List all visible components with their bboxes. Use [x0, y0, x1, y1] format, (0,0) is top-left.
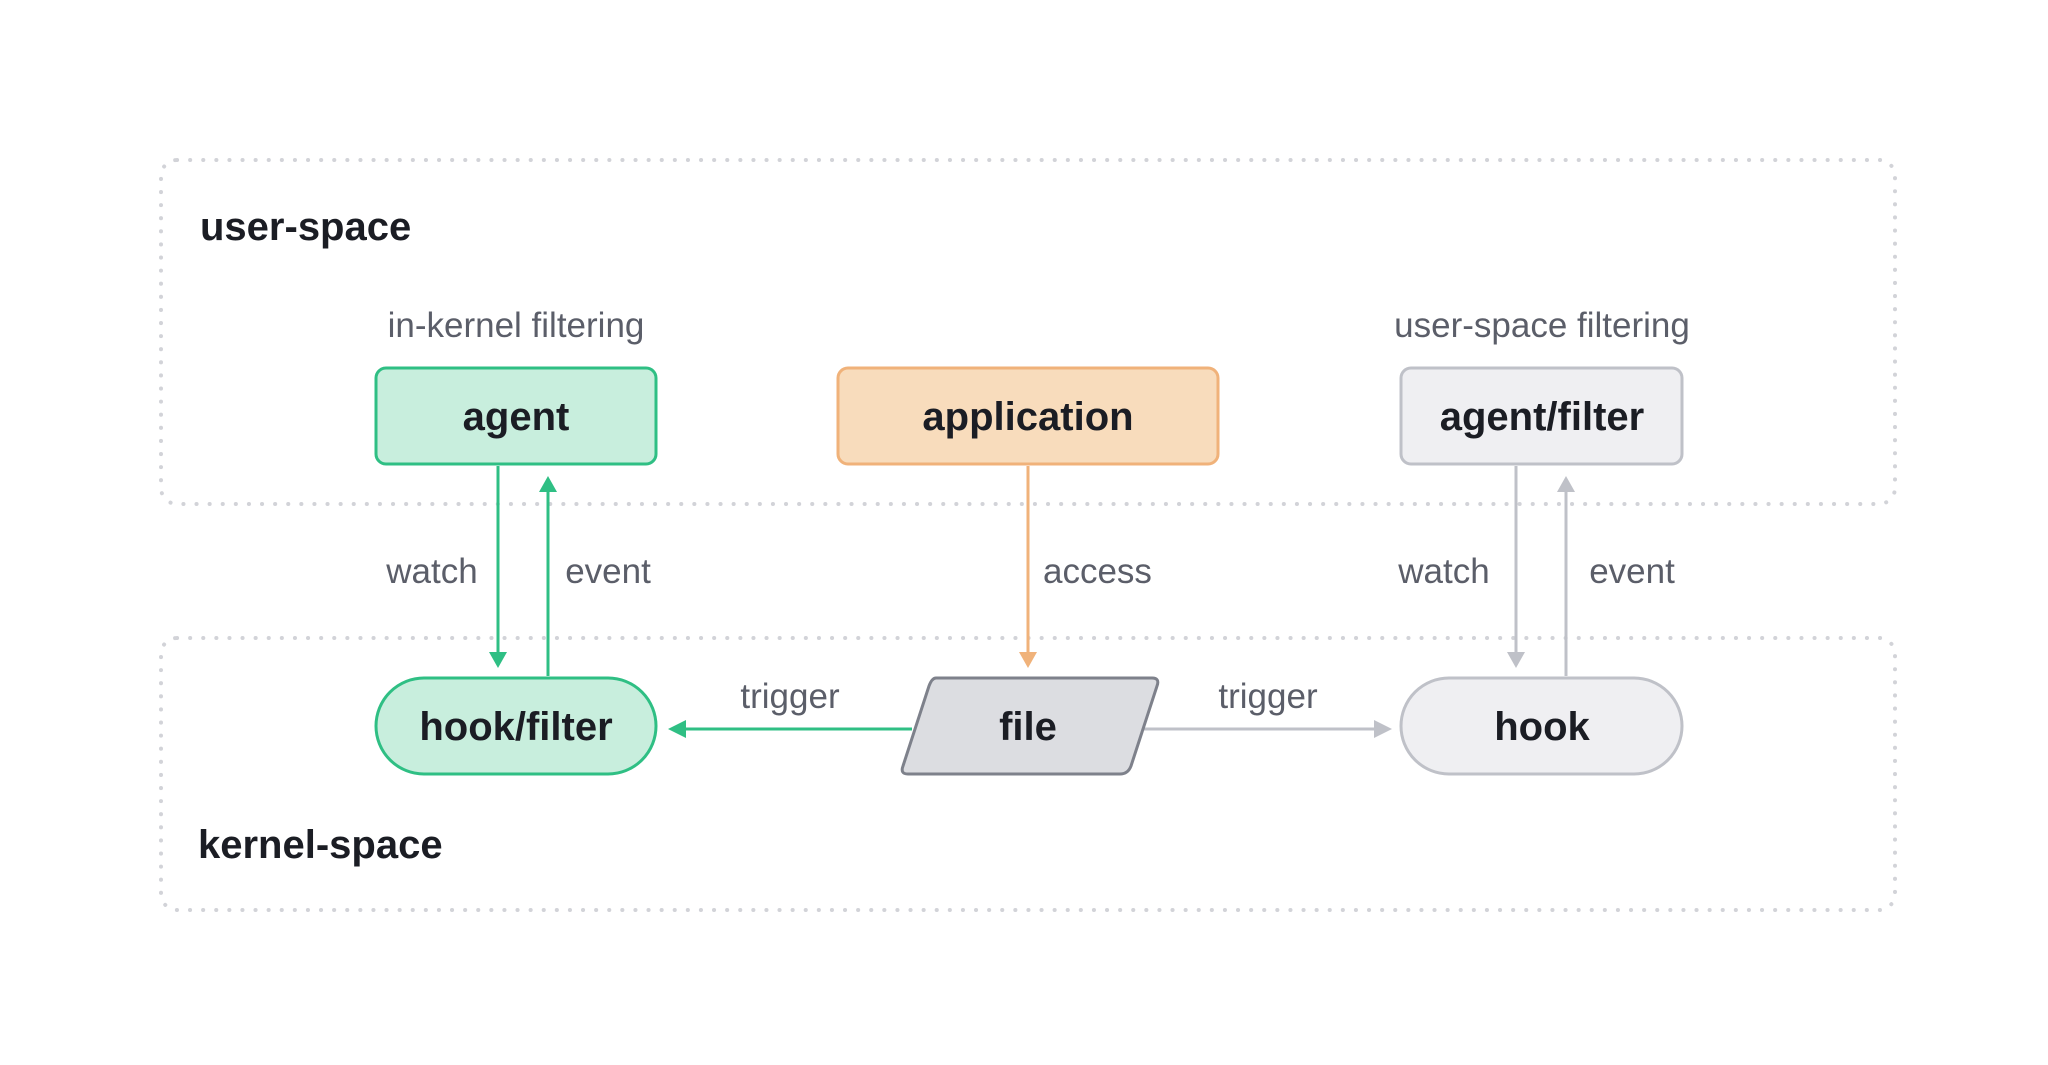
- watch-label-right: watch: [1397, 552, 1489, 591]
- access-label: access: [1043, 552, 1152, 591]
- in-kernel-filtering-caption: in-kernel filtering: [388, 306, 645, 345]
- hook-filter-node: hook/filter: [374, 676, 658, 776]
- agent-node: agent: [374, 366, 658, 466]
- event-arrowhead-right: [1557, 476, 1575, 492]
- user-space-title: user-space: [200, 205, 411, 249]
- event-label-left: event: [565, 552, 651, 591]
- application-label: application: [922, 395, 1133, 439]
- trigger-arrowhead-right: [1374, 720, 1392, 738]
- trigger-label-right: trigger: [1218, 677, 1318, 716]
- hook-filter-label: hook/filter: [419, 705, 612, 749]
- watch-arrowhead-right: [1507, 652, 1525, 668]
- watch-arrowhead-left: [489, 652, 507, 668]
- user-space-filtering-caption: user-space filtering: [1394, 306, 1690, 345]
- trigger-label-left: trigger: [740, 677, 840, 716]
- trigger-arrowhead-left: [668, 720, 686, 738]
- file-label: file: [999, 705, 1057, 749]
- access-arrowhead: [1019, 652, 1037, 668]
- event-label-right: event: [1589, 552, 1675, 591]
- kernel-space-title: kernel-space: [198, 823, 443, 867]
- file-node: file: [900, 676, 1160, 776]
- agent-filter-label: agent/filter: [1440, 395, 1644, 439]
- user-space-region: [159, 158, 1897, 506]
- hook-node: hook: [1399, 676, 1684, 776]
- watch-label-left: watch: [385, 552, 477, 591]
- event-arrowhead-left: [539, 476, 557, 492]
- application-node: application: [836, 366, 1220, 466]
- agent-filter-node: agent/filter: [1399, 366, 1684, 466]
- agent-label: agent: [463, 395, 570, 439]
- hook-label: hook: [1494, 705, 1590, 749]
